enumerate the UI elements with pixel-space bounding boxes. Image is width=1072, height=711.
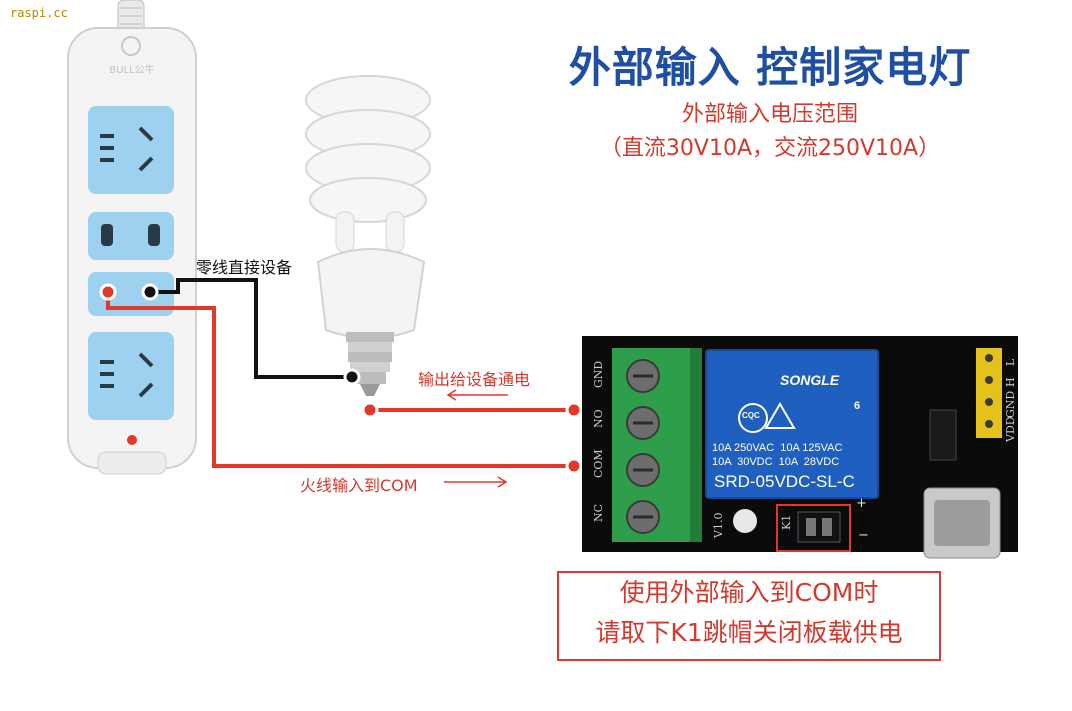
notice-line-2: 请取下K1跳帽关闭板载供电 [595, 618, 903, 647]
watermark: raspi.cc [10, 6, 68, 20]
neutral-wire-label: 零线直接设备 [196, 258, 293, 277]
board-plus-mark: + [856, 496, 867, 511]
relay-rating-ac: 10A 250VAC 10A 125VAC [712, 442, 843, 454]
voltage-range-values: （直流30V10A，交流250V10A） [599, 136, 941, 161]
live-wire [99, 283, 583, 475]
power-strip-brand: BULL公牛 [109, 63, 154, 76]
relay-ul-number: 6 [854, 400, 861, 412]
terminal-label-com: COM [592, 449, 605, 478]
relay-cert: CQC [742, 411, 760, 420]
output-wire-label: 输出给设备通电 [418, 370, 531, 389]
cfl-bulb [305, 75, 431, 396]
neutral-wire [141, 278, 361, 386]
live-wire-label: 火线输入到COM [300, 476, 418, 495]
relay-model: SRD-05VDC-SL-C [714, 472, 855, 491]
header-label-vdd: VDD [1004, 416, 1017, 442]
terminal-label-nc: NC [592, 503, 605, 522]
board-minus-mark: − [858, 528, 869, 543]
output-wire [361, 401, 583, 419]
output-arrow [446, 389, 508, 401]
power-strip: BULL公牛 [67, 0, 197, 475]
header-label-h: H [1004, 377, 1017, 387]
live-arrow [444, 476, 508, 488]
terminal-label-gnd: GND [592, 360, 605, 388]
header-label-gnd: GND [1004, 390, 1017, 418]
board-version: V1.0 [712, 512, 725, 538]
header-label-l: L [1004, 358, 1017, 366]
terminal-label-no: NO [592, 409, 605, 428]
voltage-range-heading: 外部输入电压范围 [681, 102, 858, 127]
relay-module [582, 336, 1018, 559]
relay-brand: SONGLE [780, 372, 840, 388]
jumper-notice-box: 使用外部输入到COM时 请取下K1跳帽关闭板载供电 [557, 571, 941, 661]
diagram-title: 外部输入 控制家电灯 [568, 43, 972, 92]
relay-rating-dc: 10A 30VDC 10A 28VDC [712, 456, 840, 468]
notice-line-1: 使用外部输入到COM时 [619, 578, 879, 607]
jumper-label: K1 [780, 514, 793, 530]
